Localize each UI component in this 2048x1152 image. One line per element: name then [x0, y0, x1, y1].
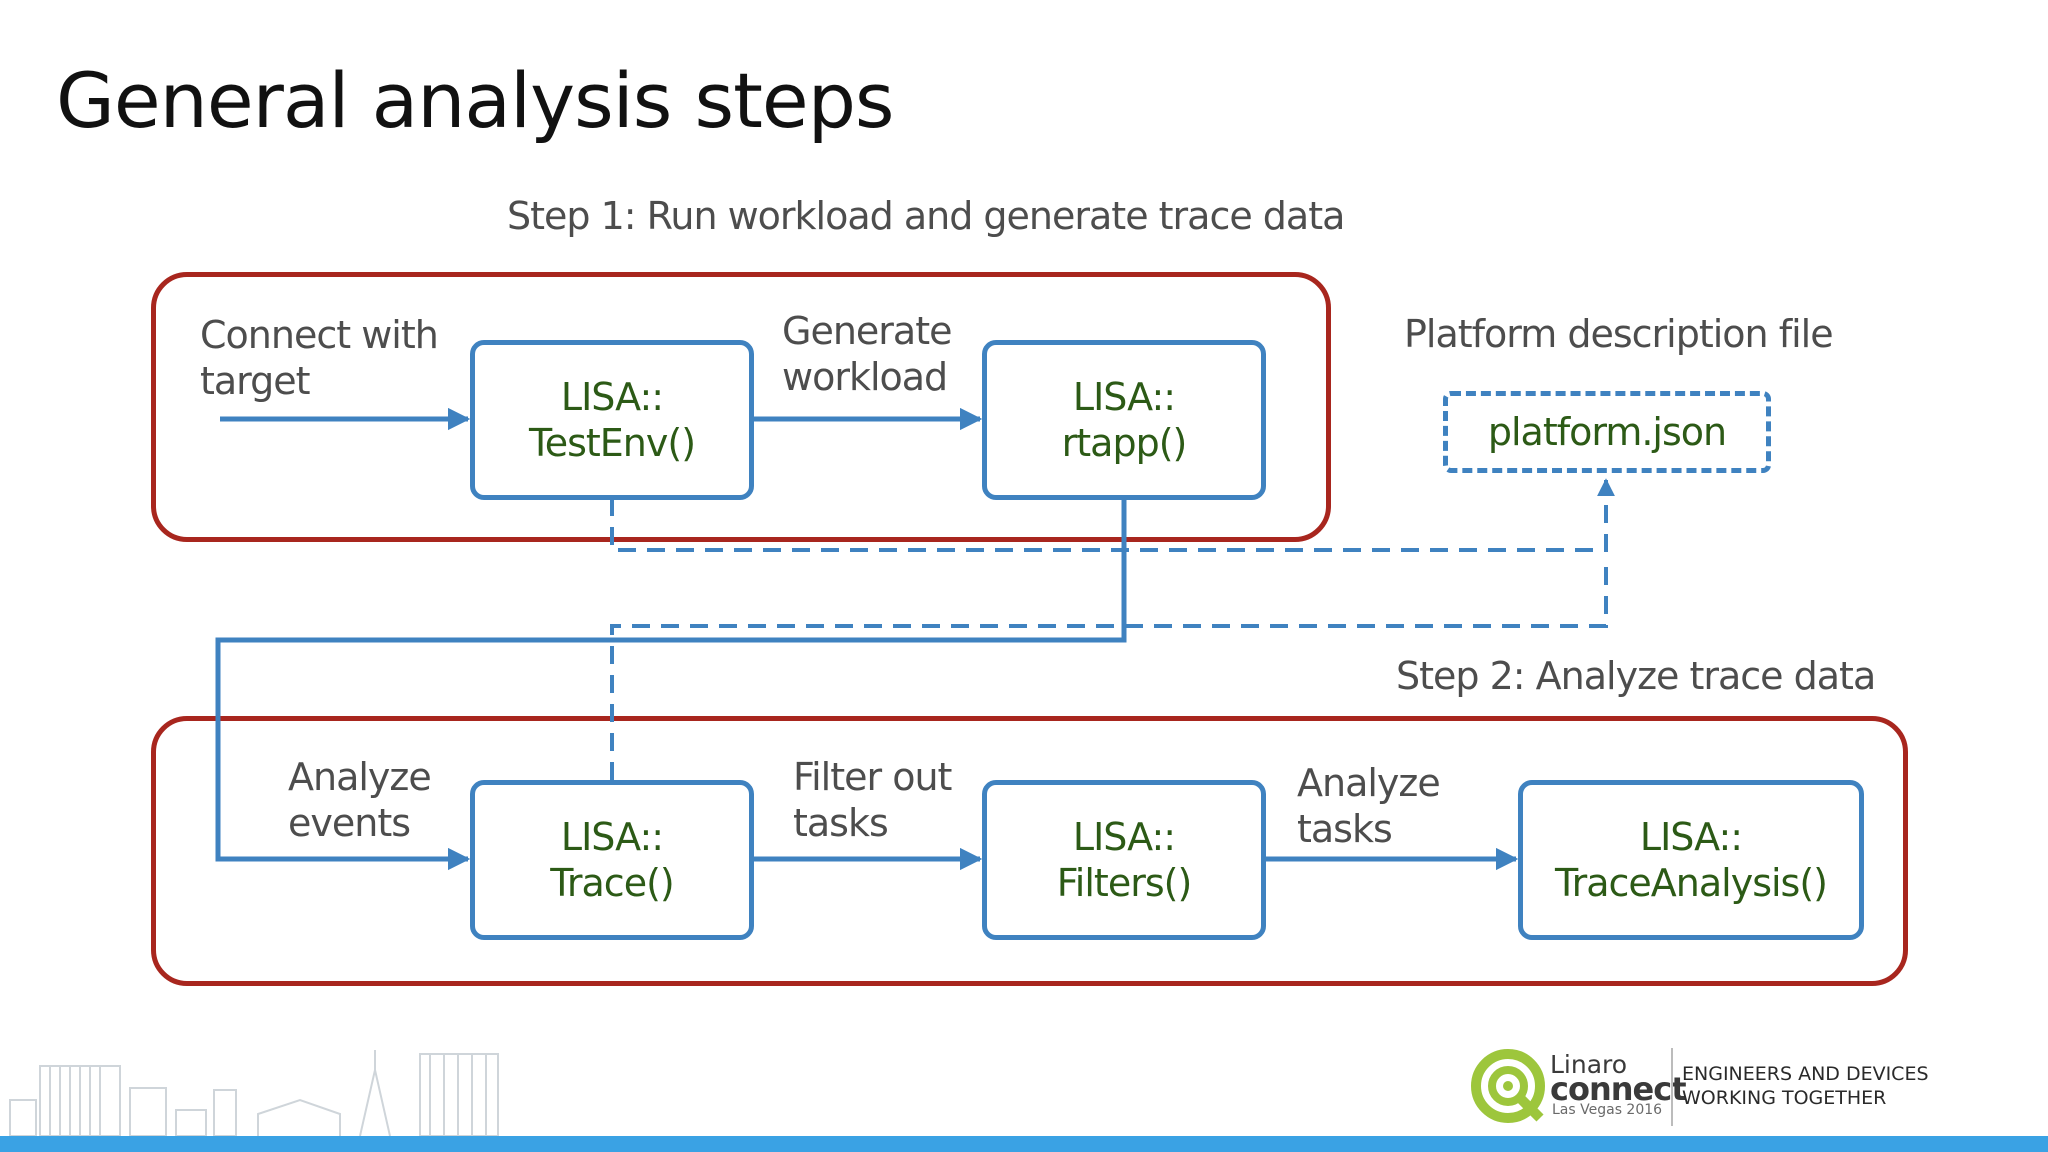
node-testenv-line1: LISA:: — [560, 375, 664, 419]
platform-label: Platform description file — [1404, 312, 1834, 356]
node-platform-json: platform.json — [1443, 391, 1771, 473]
brand-connect: connect — [1550, 1070, 1686, 1108]
step2-group — [151, 716, 1908, 986]
linaro-connect-logo — [1471, 1049, 1545, 1123]
node-platform-json-label: platform.json — [1487, 410, 1727, 454]
node-trace: LISA:: Trace() — [470, 780, 754, 940]
tagline-line2: WORKING TOGETHER — [1682, 1087, 1887, 1109]
node-testenv: LISA:: TestEnv() — [470, 340, 754, 500]
node-filters-line2: Filters() — [1056, 861, 1193, 905]
node-rtapp: LISA:: rtapp() — [982, 340, 1266, 500]
footer-tagline: ENGINEERS AND DEVICES WORKING TOGETHER — [1682, 1062, 1929, 1110]
node-filters-line1: LISA:: — [1072, 815, 1176, 859]
edge-label-generate: Generate workload — [782, 309, 952, 399]
edge-testenv-to-platform — [610, 478, 1615, 552]
node-rtapp-line1: LISA:: — [1072, 375, 1176, 419]
edge-trace-to-platform — [610, 560, 1608, 780]
tagline-line1: ENGINEERS AND DEVICES — [1682, 1063, 1929, 1085]
step1-title: Step 1: Run workload and generate trace … — [507, 194, 1345, 238]
brand-linaro: Linaro — [1550, 1050, 1628, 1079]
page-title: General analysis steps — [56, 56, 895, 145]
edge-label-analyze-tasks: Analyze tasks — [1297, 761, 1441, 851]
brand-event: Las Vegas 2016 — [1552, 1102, 1663, 1118]
edge-rtapp-to-trace — [215, 498, 1127, 871]
node-trace-line1: LISA:: — [560, 815, 664, 859]
footer-accent-bar — [0, 1136, 2048, 1152]
edge-label-analyze-events: Analyze events — [288, 755, 432, 845]
footer-divider — [1671, 1048, 1673, 1126]
step2-title: Step 2: Analyze trace data — [1396, 654, 1876, 698]
node-traceanalysis-line2: TraceAnalysis() — [1554, 861, 1828, 905]
node-traceanalysis: LISA:: TraceAnalysis() — [1518, 780, 1864, 940]
city-skyline-graphic — [9, 1050, 499, 1136]
node-testenv-line2: TestEnv() — [528, 421, 696, 465]
step1-group — [151, 272, 1331, 542]
edge-label-filter-tasks: Filter out tasks — [793, 755, 952, 845]
node-rtapp-line2: rtapp() — [1061, 421, 1188, 465]
node-filters: LISA:: Filters() — [982, 780, 1266, 940]
node-traceanalysis-line1: LISA:: — [1639, 815, 1743, 859]
node-trace-line2: Trace() — [550, 861, 674, 905]
edge-label-connect: Connect with target — [200, 313, 439, 403]
